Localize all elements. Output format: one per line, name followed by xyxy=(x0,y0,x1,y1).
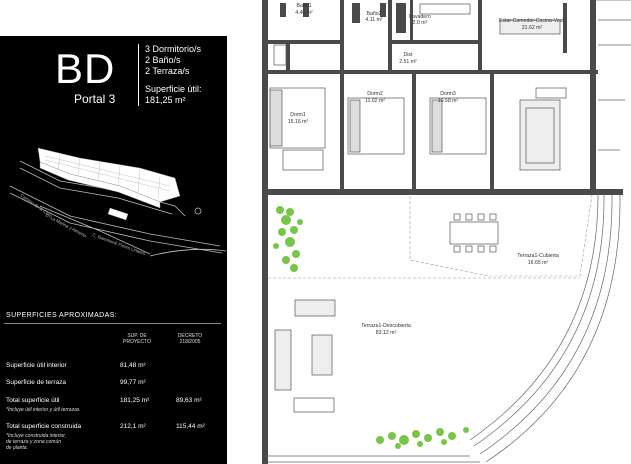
row-total-util-label: Total superficie útil xyxy=(6,397,60,404)
room-estar-area: 31.62 m² xyxy=(522,25,543,31)
room-dorm3-area: 10.58 m² xyxy=(438,98,459,104)
row-terrace-value: 99,77 m² xyxy=(120,379,146,386)
room-dist-name: Dist xyxy=(404,52,413,58)
room-bano1-area: 4.40 m² xyxy=(295,10,313,16)
room-dorm2-name: Dorm2 xyxy=(367,91,383,97)
feature-bathrooms: 2 Baño/s xyxy=(145,55,181,65)
row-total-construida-decreto: 115,44 m² xyxy=(176,423,205,430)
feature-terraces: 2 Terraza/s xyxy=(145,66,190,76)
row-total-construida-value: 212,1 m² xyxy=(120,423,146,430)
unit-info-panel: BD Portal 3 3 Dormitorio/s 2 Baño/s 2 Te… xyxy=(0,36,227,464)
road-label-bartolome: C. Bartolomé Flores Linares xyxy=(92,232,147,256)
row-total-construida-label: Total superficie construida xyxy=(6,423,82,430)
feature-bedrooms: 3 Dormitorio/s xyxy=(145,44,202,54)
room-bano2-name: Baño2 xyxy=(366,11,381,17)
room-terraza-cub-name: Terraza1-Cubierta xyxy=(517,253,559,259)
room-terraza-cub-area: 16.65 m² xyxy=(528,260,549,266)
note-util: *Incluye útil interior y útil terrazas. xyxy=(6,407,81,413)
room-terraza-desc-area: 83.12 m² xyxy=(376,330,397,336)
panel-divider xyxy=(138,44,139,106)
surfaces-title: SUPERFICIES APROXIMADAS: xyxy=(6,312,118,319)
surfaces-divider xyxy=(4,323,221,324)
row-total-util-value: 181,25 m² xyxy=(120,397,150,404)
room-dorm1-name: Dorm1 xyxy=(290,112,306,118)
row-terrace-label: Superficie de terraza xyxy=(6,379,66,386)
col-proyecto-header: SUP. DE PROYECTO xyxy=(123,333,151,345)
site-plan: Camino de la Cruz C. La Marina y Almeria… xyxy=(9,147,227,257)
floor-plan: Baño1 4.40 m² Baño2 4.11 m² Lavadero 2.0… xyxy=(262,0,631,464)
portal-label: Portal 3 xyxy=(74,92,116,106)
useful-area-label: Superficie útil: xyxy=(145,84,202,94)
room-lavadero-area: 2.0 m² xyxy=(413,20,428,26)
room-dist-area: 2.51 m² xyxy=(399,59,417,65)
room-estar-name: Estar-Comedor-Cocina-Vest. xyxy=(499,18,565,24)
row-interior-value: 81,48 m² xyxy=(120,362,146,369)
room-terraza-desc-name: Terraza1-Descubierta xyxy=(361,323,411,329)
room-bano1-name: Baño1 xyxy=(296,3,311,9)
room-bano2-area: 4.11 m² xyxy=(365,17,382,23)
col-decreto-header: DECRETO 218/2005 xyxy=(177,333,203,345)
row-interior-label: Superficie útil interior xyxy=(6,362,67,369)
note-construida: *Incluye construida interior, de terraza… xyxy=(6,433,67,451)
room-dorm2-area: 11.02 m² xyxy=(365,98,385,104)
unit-code: BD xyxy=(55,45,116,92)
useful-area-value: 181,25 m² xyxy=(145,95,186,105)
room-dorm1-area: 15.16 m² xyxy=(288,119,309,125)
room-labels: Baño1 4.40 m² Baño2 4.11 m² Lavadero 2.0… xyxy=(288,3,565,336)
row-total-util-decreto: 89,63 m² xyxy=(176,397,202,404)
room-dorm3-name: Dorm3 xyxy=(440,91,456,97)
room-lavadero-name: Lavadero xyxy=(409,14,431,20)
